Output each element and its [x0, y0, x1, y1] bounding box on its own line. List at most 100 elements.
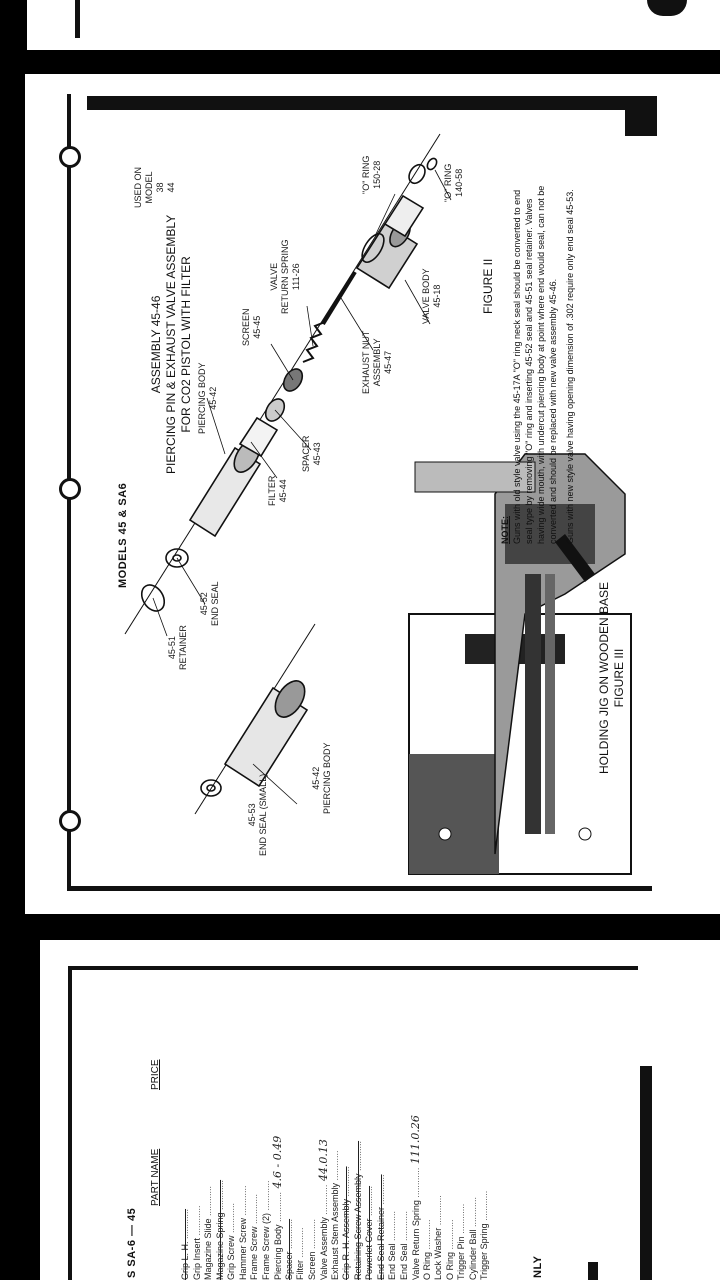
exploded-valve-diagram: [124, 133, 632, 875]
part-name: End Seal Retainer: [375, 1206, 386, 1280]
leader-dots: ............: [319, 1184, 329, 1218]
parts-list-item: Hammer Screw ............: [238, 980, 250, 1280]
handwritten-part-number: 111.0.26: [409, 1115, 422, 1168]
part-name: Frame Screw: [249, 1226, 259, 1280]
leader-dots: ............: [341, 1166, 351, 1199]
leader-dots: ............: [364, 1185, 374, 1219]
parts-list-item: End Seal ............: [387, 980, 399, 1280]
handwritten-part-number: 4.6 - 0.49: [271, 1135, 284, 1192]
label-screen: SCREEN 45-45: [241, 308, 262, 346]
parts-list-item: Lock Washer ............: [433, 980, 445, 1280]
part-name: Valve Return Spring: [411, 1200, 421, 1280]
page-border-left: [68, 966, 72, 1280]
holding-jig-illustration: [408, 453, 632, 875]
leader-dots: ............: [411, 1167, 421, 1201]
part-name: Magazine Spring: [214, 1212, 225, 1280]
label-retainer: 45-51 RETAINER: [167, 625, 188, 670]
leader-dots: ............: [329, 1150, 340, 1183]
part-name: End Seal: [387, 1243, 397, 1280]
page-corner: [625, 96, 657, 136]
page-border-top: [87, 96, 657, 110]
left-border-line: [75, 0, 80, 38]
note-paragraph-2: Guns with new style valve having opening…: [565, 189, 575, 544]
part-name: Trigger Spring: [479, 1223, 489, 1280]
parts-list-item: Filter ............: [295, 980, 307, 1280]
part-name: Piercing Body: [273, 1224, 283, 1280]
parts-list-page: S SA-6 — 45 PART NAME PRICE Grip L. H. .…: [40, 940, 720, 1280]
leader-dots: ............: [237, 1185, 248, 1218]
part-name: Filter: [295, 1260, 305, 1280]
part-name: Grip R. H. Assembly: [341, 1198, 351, 1280]
leader-dots: ............: [283, 1218, 294, 1252]
leader-dots: ............: [433, 1195, 443, 1228]
handwritten-part-number: 44.0.13: [317, 1139, 330, 1185]
parts-list-item: Powerlet Cover ............: [364, 980, 376, 1280]
column-part-name: PART NAME: [150, 1148, 161, 1206]
leader-dots: ............: [444, 1219, 455, 1252]
figure-page: MODELS 45 & SA6 ASSEMBLY 45-46 PIERCING …: [25, 74, 720, 914]
leader-dots: ............: [398, 1210, 409, 1244]
parts-list-item: O Ring ............: [422, 980, 434, 1280]
part-name: Grip Screw: [226, 1235, 236, 1280]
leader-dots: ............: [226, 1202, 236, 1236]
parts-list-item: Valve Assembly ............ 44.0.13: [317, 980, 330, 1280]
note-paragraph-1: Guns with old style valve using the 45-1…: [512, 185, 558, 544]
part-name: End Seal: [398, 1243, 409, 1280]
part-name: O Ring: [421, 1251, 432, 1280]
leader-dots: ............: [352, 1140, 363, 1174]
models-header: MODELS 45 & SA6: [117, 482, 129, 588]
part-name: Trigger Pin: [456, 1236, 466, 1280]
page-border-bottom: [67, 886, 652, 891]
parts-list-item: O Ring ............: [445, 980, 457, 1280]
note-heading: NOTE:: [500, 516, 510, 544]
part-name: Hammer Screw: [237, 1217, 248, 1280]
parts-list-item: Magazine Slide ............: [203, 980, 215, 1280]
parts-list-item: Retaining Screw Assembly ............: [353, 980, 365, 1280]
parts-list-item: Exhaust Stem Assembly ............: [330, 980, 342, 1280]
part-name: Cylinder Ball: [467, 1229, 478, 1280]
leader-dots: ............: [479, 1190, 489, 1224]
label-valve-return-spring: VALVE RETURN SPRING 111-26: [269, 239, 301, 314]
used-on-model: USED ON MODEL 38 44: [133, 166, 176, 208]
leader-dots: ............: [306, 1218, 317, 1252]
leader-dots: ............: [295, 1227, 305, 1260]
parts-list-item: Valve Return Spring ............ 111.0.2…: [409, 980, 422, 1280]
part-name: Lock Washer: [433, 1227, 443, 1280]
part-name: Spacer: [283, 1251, 294, 1280]
page-border-top: [68, 966, 638, 970]
parts-list-item: Magazine Spring ............: [215, 980, 227, 1280]
figure-ii-caption: FIGURE II: [481, 258, 495, 314]
part-name: Magazine Slide: [203, 1218, 213, 1280]
figure-iii-caption: HOLDING JIG ON WOODEN BASE FIGURE III: [597, 581, 626, 774]
note-block: NOTE: Guns with old style valve using th…: [499, 184, 576, 544]
leader-dots: ............: [260, 1180, 271, 1213]
parts-list-item: Frame Screw (2) ............: [261, 980, 273, 1280]
label-filter: FILTER 45-44: [267, 475, 288, 506]
parts-list-item: Grip R. H. Assembly ............: [341, 980, 353, 1280]
parts-list-item: Cylinder Ball ............: [468, 980, 480, 1280]
parts-footer: NLY: [532, 1255, 544, 1279]
parts-list-item: Piercing Body ............ 4.6 - 0.49: [271, 980, 284, 1280]
leader-dots: ............: [467, 1196, 478, 1230]
parts-list-item: Spacer ............: [284, 980, 296, 1280]
punch-hole-mark: [647, 0, 687, 16]
part-name: Screen: [306, 1251, 317, 1280]
top-page-fragment: [27, 0, 720, 50]
parts-list-title: S SA-6 — 45: [126, 1207, 138, 1278]
label-valve-body: VALVE BODY 45-18: [421, 268, 442, 324]
punch-hole: [59, 146, 81, 168]
parts-list-item: Grip L. H. ............: [180, 980, 192, 1280]
label-o-ring-a: "O" RING 150-28: [361, 155, 382, 194]
leader-dots: ............: [249, 1193, 259, 1227]
label-piercing-body-b: PIERCING BODY 45-42: [197, 362, 218, 434]
parts-list: Grip L. H. ............Grip Insert .....…: [180, 980, 491, 1280]
part-name: Valve Assembly: [319, 1217, 329, 1280]
part-name: Exhaust Stem Assembly: [329, 1182, 340, 1280]
parts-list-item: Trigger Pin ............: [456, 980, 468, 1280]
label-end-seal: 45-52 END SEAL: [199, 581, 220, 626]
leader-dots: ............: [191, 1205, 202, 1238]
parts-list-item: End Seal Retainer ............: [376, 980, 388, 1280]
part-name: O Ring: [444, 1251, 455, 1280]
parts-list-item: Grip Insert ............: [192, 980, 204, 1280]
label-o-ring-b: "O" RING 140-58: [443, 163, 464, 202]
